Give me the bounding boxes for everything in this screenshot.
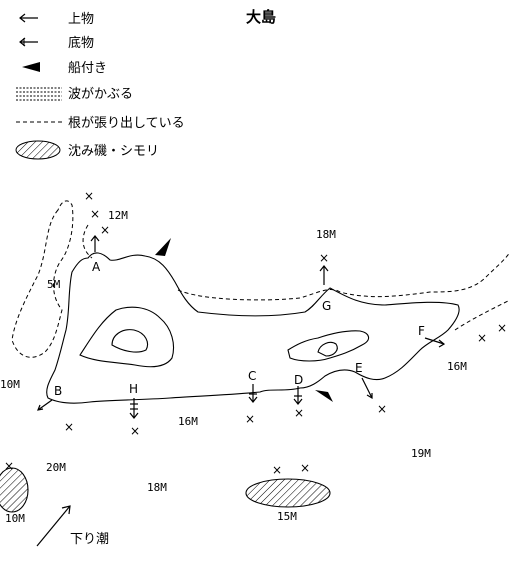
- point-label-e: E: [355, 361, 363, 375]
- depth-label: 16M: [178, 415, 198, 428]
- depth-label: 15M: [277, 510, 297, 523]
- arrow-left-down-icon: [19, 37, 38, 47]
- wave-lines-icon: [16, 87, 62, 101]
- submerged-rock-south: [245, 478, 331, 508]
- legend: 上物 底物 船付き 波がかぶる 根が張り出している 沈み磯・シモリ: [15, 12, 185, 160]
- triangle-flag-icon: [22, 62, 40, 72]
- inner-contour-east-inner: [317, 341, 338, 357]
- x-marker: ×: [84, 189, 94, 203]
- inner-contour-east: [287, 330, 370, 362]
- depth-label: 5M: [47, 278, 61, 291]
- depth-label: 20M: [46, 461, 66, 474]
- legend-label-boat-landing: 船付き: [68, 61, 107, 76]
- depth-label: 10M: [5, 512, 25, 525]
- point-label-a: A: [92, 260, 101, 274]
- x-marker: ×: [4, 459, 14, 473]
- x-marker: ×: [497, 321, 507, 335]
- boat-landing-south: [315, 390, 333, 402]
- depth-label: 18M: [316, 228, 336, 241]
- boat-landing-north: [155, 238, 171, 256]
- arrow-left-icon: [19, 13, 38, 23]
- point-label-d: D: [294, 373, 303, 387]
- x-marker: ×: [64, 420, 74, 434]
- x-marker: ×: [245, 412, 255, 426]
- x-marker: ×: [272, 463, 282, 477]
- map-title: 大島: [246, 8, 276, 26]
- hatched-ellipse-icon: [15, 140, 61, 160]
- point-label-h: H: [129, 382, 138, 396]
- x-marker: ×: [90, 207, 100, 221]
- reef-dashed-lines: [11, 200, 510, 358]
- current-label: 下り潮: [70, 532, 109, 547]
- depth-label: 18M: [147, 481, 167, 494]
- legend-label-top-fish: 上物: [68, 12, 94, 27]
- x-marker: ×: [319, 251, 329, 265]
- point-label-g: G: [322, 299, 331, 313]
- x-marker: ×: [294, 406, 304, 420]
- point-label-c: C: [248, 369, 256, 383]
- depth-label: 10M: [0, 378, 20, 391]
- depth-label: 16M: [447, 360, 467, 373]
- depth-labels: 12M 18M 5M 10M 16M 16M 19M 20M 18M 15M 1…: [0, 209, 467, 525]
- depth-label: 19M: [411, 447, 431, 460]
- point-arrows: [36, 235, 446, 547]
- legend-label-bottom-fish: 底物: [68, 35, 94, 51]
- legend-label-reef-extends: 根が張り出している: [68, 116, 185, 131]
- x-marker: ×: [130, 424, 140, 438]
- x-marker: ×: [100, 223, 110, 237]
- depth-label: 12M: [108, 209, 128, 222]
- point-label-f: F: [418, 324, 425, 338]
- rock-markers: × × × × × × × × × × × × × ×: [4, 189, 507, 477]
- x-marker: ×: [377, 402, 387, 416]
- inner-contour-west: [79, 306, 175, 368]
- legend-label-submerged-rock: 沈み磯・シモリ: [68, 144, 159, 159]
- x-marker: ×: [300, 461, 310, 475]
- submerged-rock-west: [0, 467, 29, 513]
- point-labels: A B C D E F G H: [54, 260, 425, 398]
- point-label-b: B: [54, 384, 62, 398]
- x-marker: ×: [477, 331, 487, 345]
- island-outline: [46, 252, 460, 404]
- inner-contour-west-inner: [111, 329, 149, 353]
- legend-label-waves: 波がかぶる: [68, 87, 133, 102]
